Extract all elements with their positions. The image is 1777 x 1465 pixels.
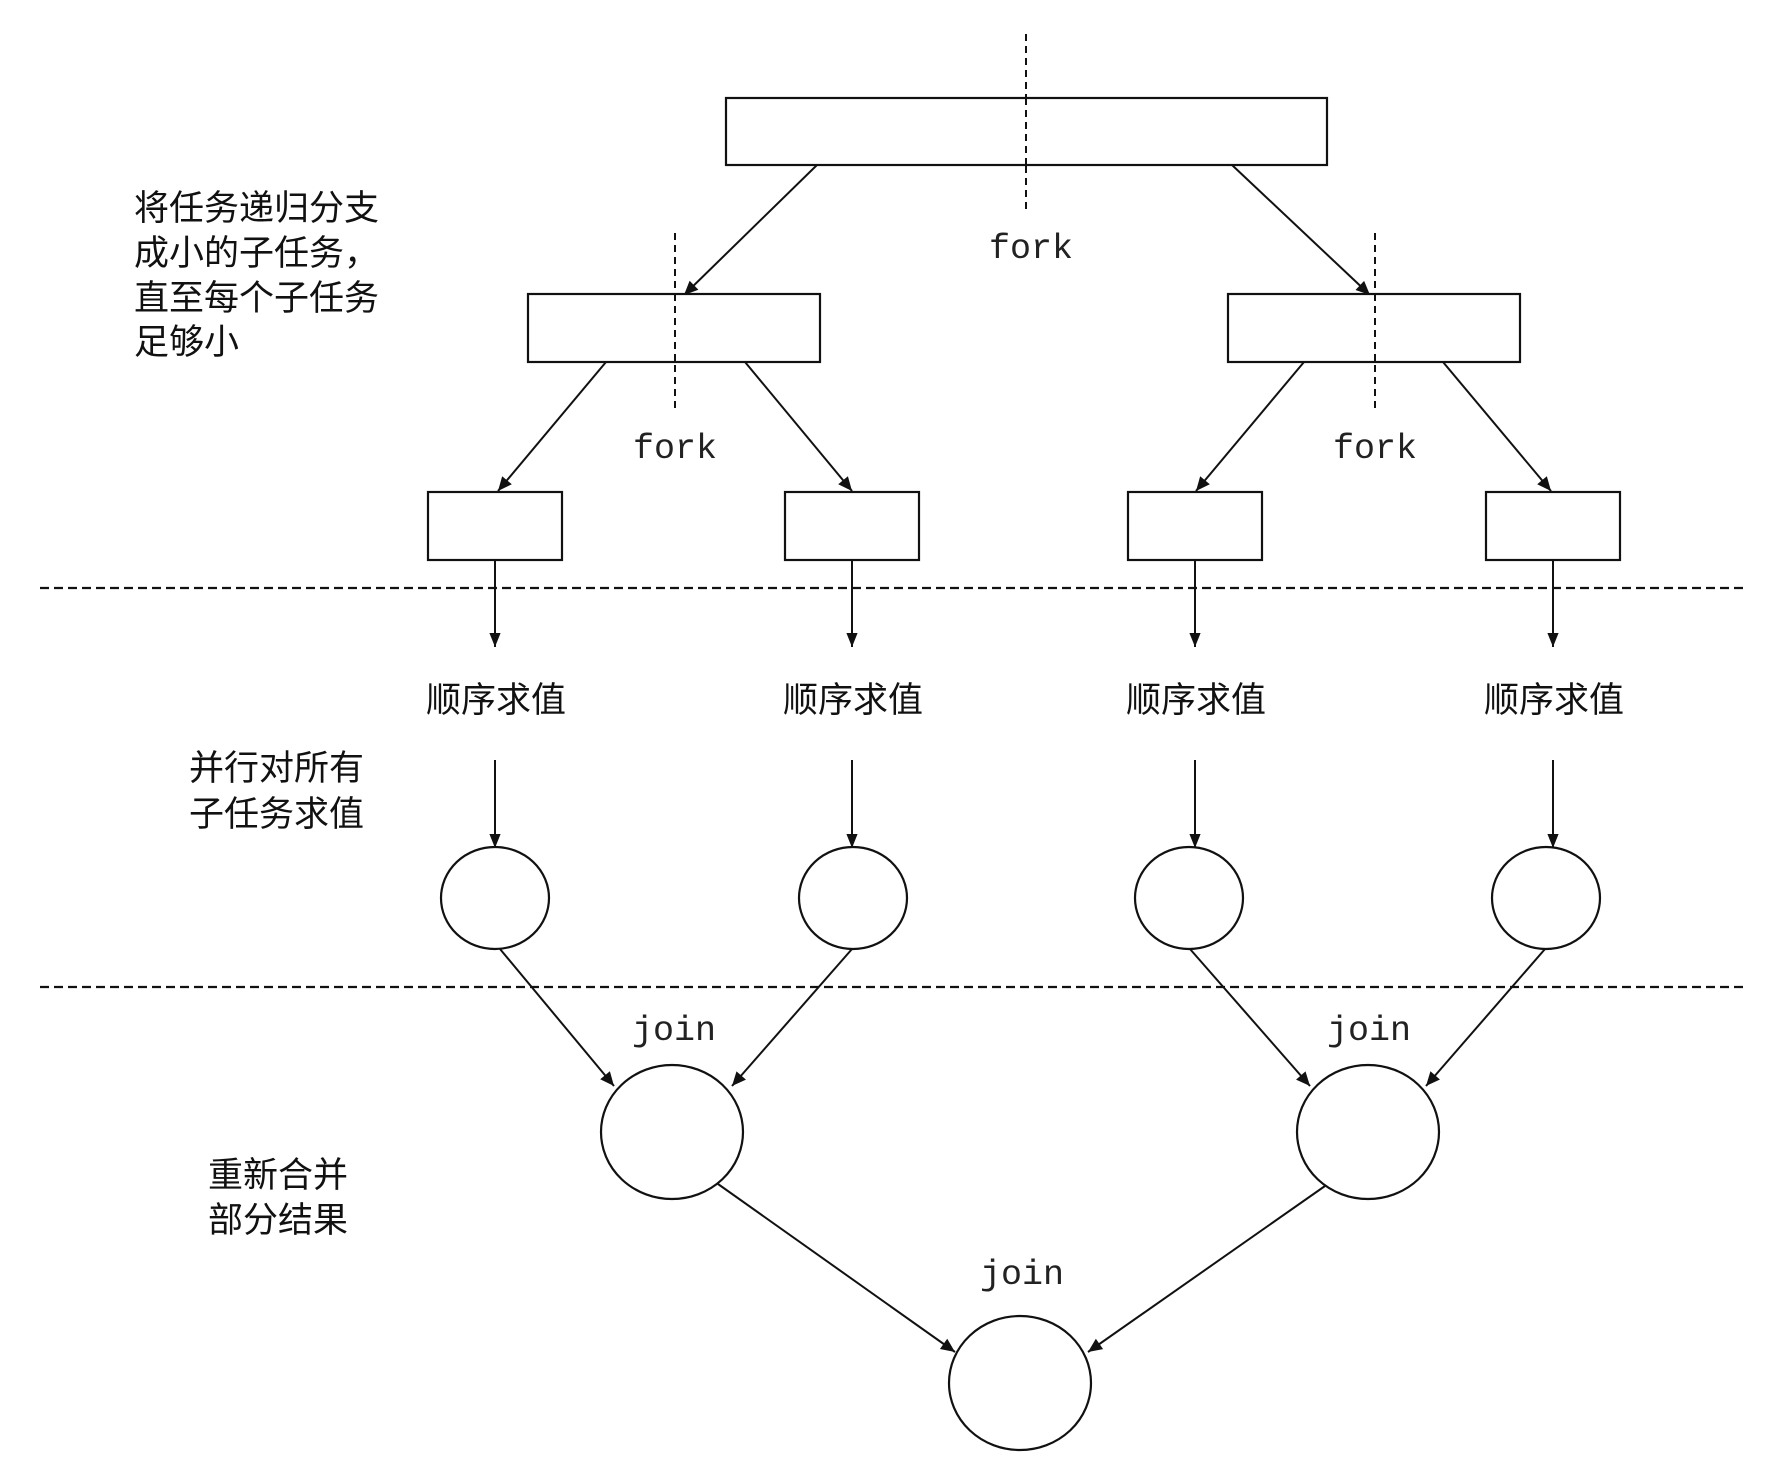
phase-label-evaluate-line: 子任务求值 xyxy=(189,795,364,835)
edge-left-to-leaf-1 xyxy=(497,361,607,492)
result-circle-1 xyxy=(439,845,551,951)
join-label-final: join xyxy=(980,1255,1064,1295)
edge-right-to-leaf-4 xyxy=(1442,361,1552,492)
edge-left-to-leaf-2 xyxy=(744,361,853,492)
sequential-eval-label-1: 顺序求值 xyxy=(426,681,566,721)
phase-label-evaluate: 并行对所有 子任务求值 xyxy=(189,749,375,835)
edge-root-to-left xyxy=(683,164,818,296)
phase-label-split-line: 成小的子任务， xyxy=(134,234,379,274)
phase-label-merge-line: 重新合并 xyxy=(208,1156,348,1196)
fork-label-right: fork xyxy=(1333,429,1417,469)
phase-label-evaluate-line: 并行对所有 xyxy=(189,749,364,789)
task-box-leaf-1 xyxy=(426,490,564,562)
edge-root-to-right xyxy=(1231,164,1371,296)
sequential-eval-label-2: 顺序求值 xyxy=(783,681,923,721)
edge-join-right-to-final xyxy=(1087,1185,1326,1353)
result-circle-2 xyxy=(797,845,909,951)
sequential-eval-label-4: 顺序求值 xyxy=(1484,681,1624,721)
edge-result-1-to-join-left xyxy=(499,948,615,1087)
result-circle-4 xyxy=(1490,845,1602,951)
fork-label-root: fork xyxy=(989,229,1073,269)
phase-label-split-line: 足够小 xyxy=(134,323,239,363)
result-circle-3 xyxy=(1133,845,1245,951)
edge-result-2-to-join-left xyxy=(731,948,853,1087)
task-box-subtask-left xyxy=(526,292,822,364)
phase-label-split: 将任务递归分支 成小的子任务， 直至每个子任务 足够小 xyxy=(134,189,390,363)
task-box-leaf-3 xyxy=(1126,490,1264,562)
edge-result-3-to-join-right xyxy=(1189,948,1311,1087)
edge-result-4-to-join-right xyxy=(1425,948,1546,1087)
fork-label-left: fork xyxy=(633,429,717,469)
edge-join-left-to-final xyxy=(717,1183,956,1353)
phase-label-split-line: 直至每个子任务 xyxy=(134,279,379,319)
join-label-left: join xyxy=(632,1011,716,1051)
phase-label-merge: 重新合并 部分结果 xyxy=(208,1156,359,1241)
task-box-leaf-4 xyxy=(1484,490,1622,562)
task-box-subtask-right xyxy=(1226,292,1522,364)
join-circle-right xyxy=(1295,1063,1441,1201)
phase-label-split-line: 将任务递归分支 xyxy=(134,189,379,229)
task-box-root xyxy=(724,96,1329,167)
final-result-circle xyxy=(947,1314,1093,1452)
edge-right-to-leaf-3 xyxy=(1195,361,1305,492)
phase-label-merge-line: 部分结果 xyxy=(208,1201,348,1241)
sequential-eval-label-3: 顺序求值 xyxy=(1126,681,1266,721)
join-circle-left xyxy=(599,1063,745,1201)
join-label-right: join xyxy=(1327,1011,1411,1051)
task-box-leaf-2 xyxy=(783,490,921,562)
